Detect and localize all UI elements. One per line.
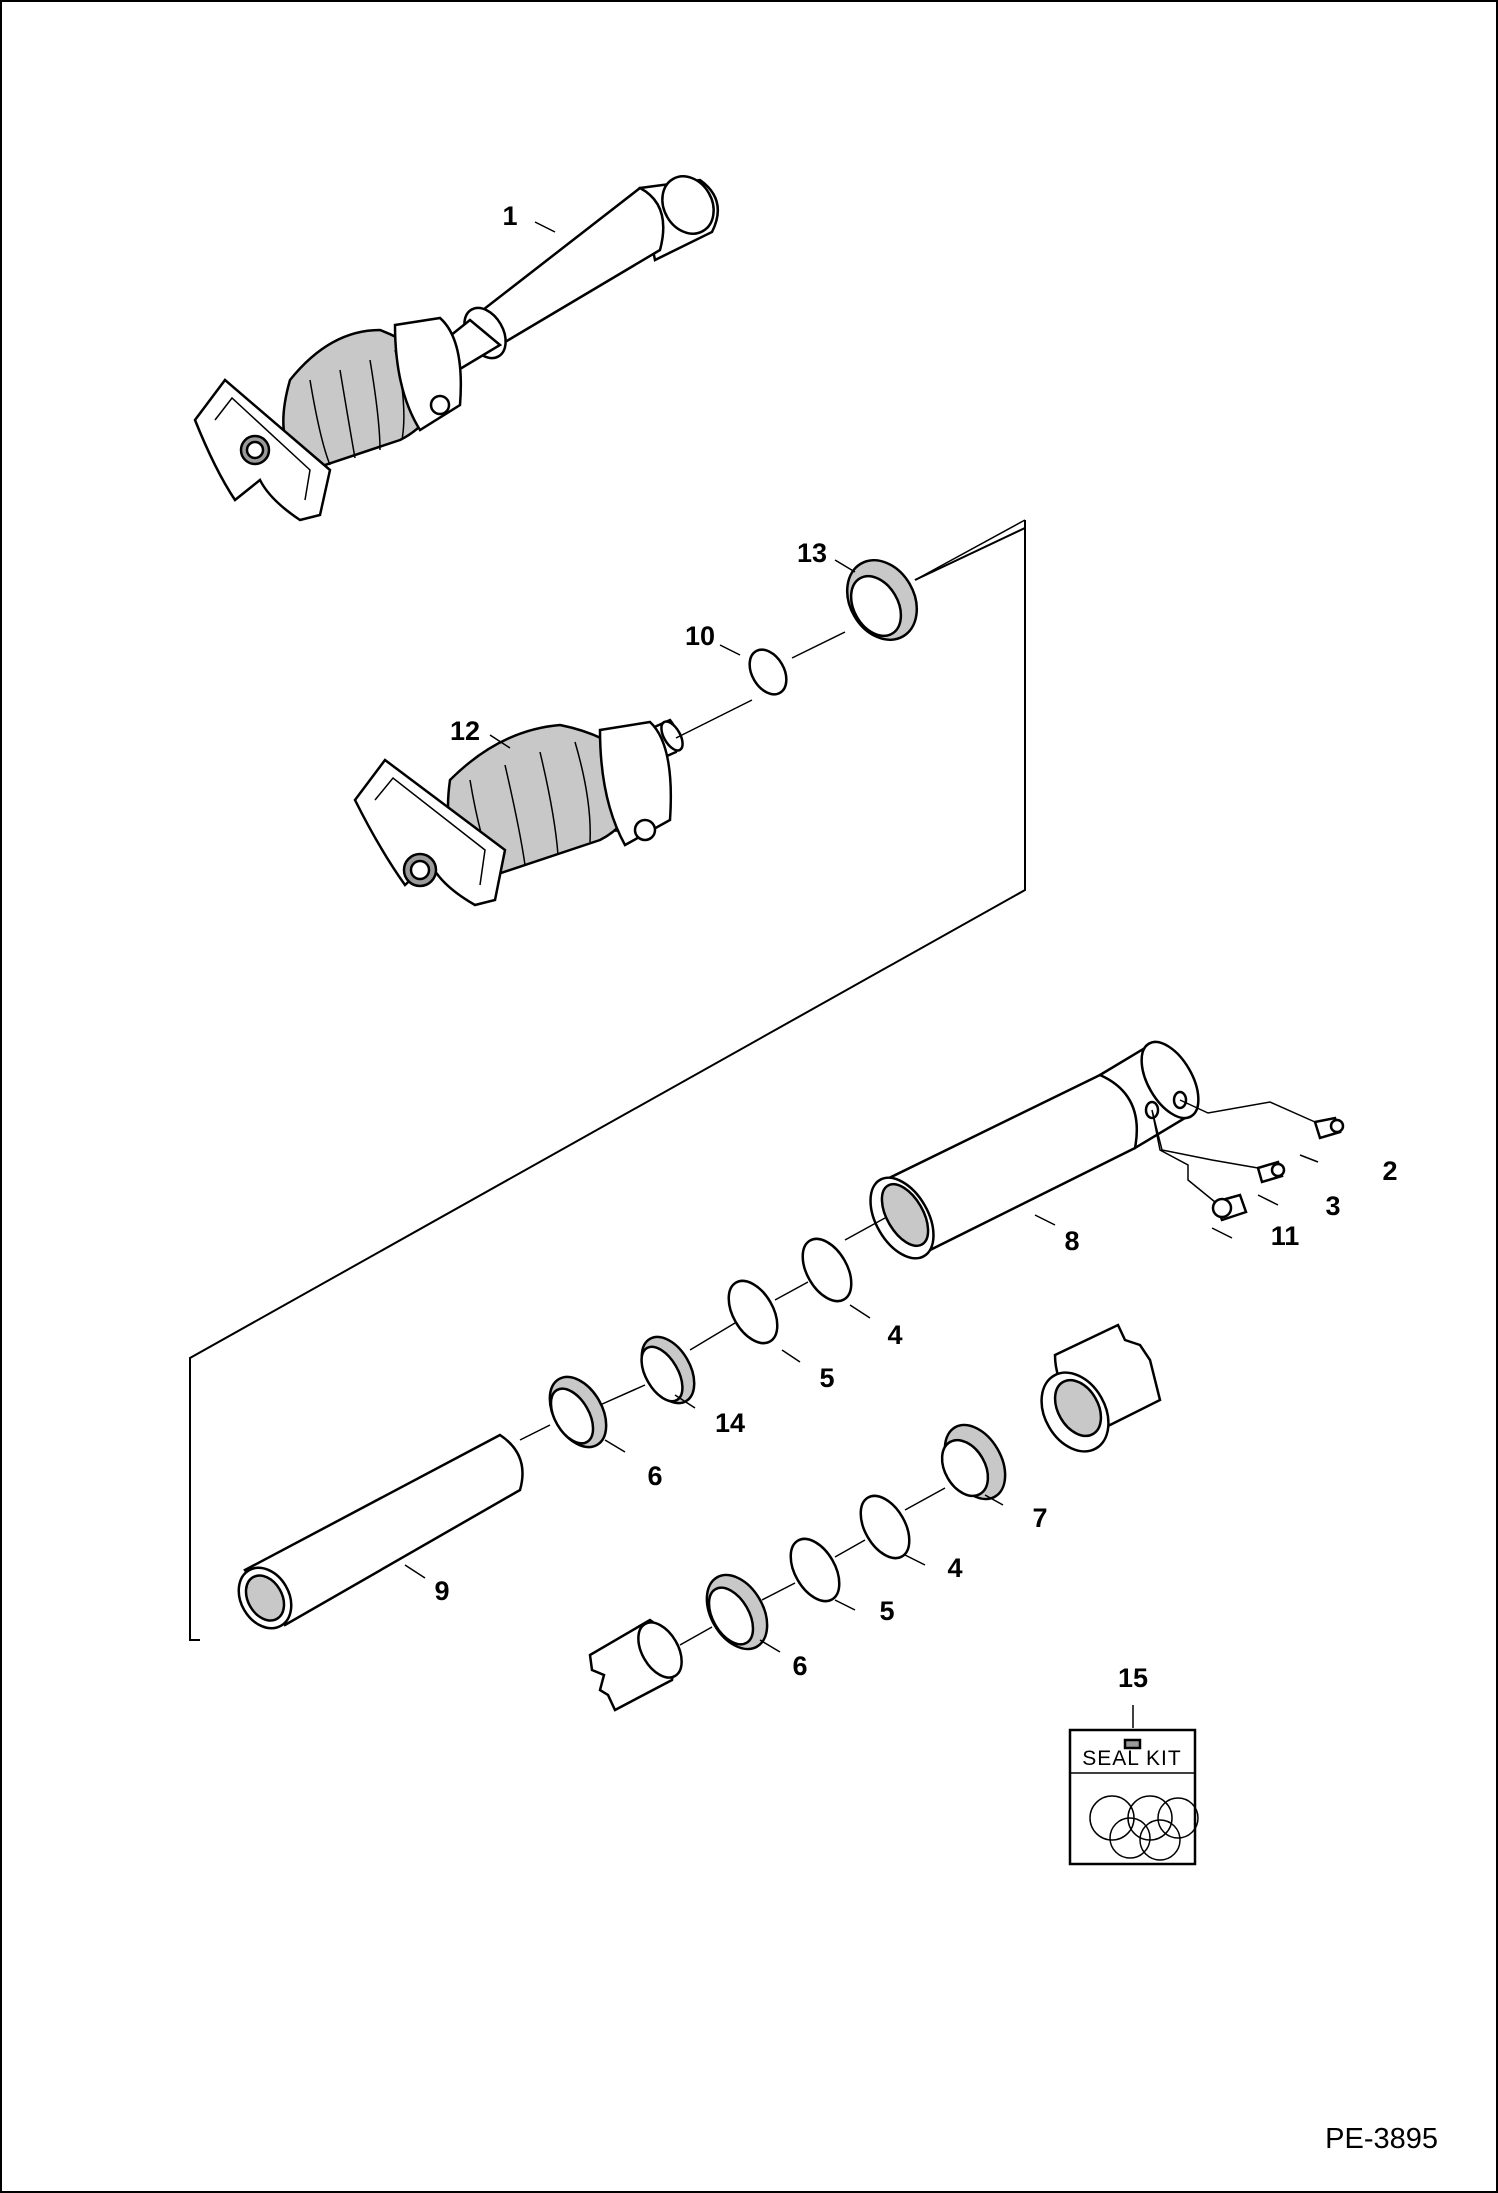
callout-4-lower: 4 xyxy=(947,1553,962,1583)
barrel-detail-section xyxy=(1040,1323,1162,1453)
document-id: PE-3895 xyxy=(1325,2123,1438,2155)
callout-leaders xyxy=(404,221,1319,1653)
part-11-bolt xyxy=(1211,1193,1248,1222)
part-4-o-ring-upper xyxy=(801,1237,853,1303)
callout-14: 14 xyxy=(715,1408,745,1438)
part-3-fitting xyxy=(1256,1160,1286,1184)
assembly-axis-12-13 xyxy=(675,519,1026,739)
part-8-cylinder-barrel xyxy=(869,1040,1200,1260)
callout-11: 11 xyxy=(1271,1221,1300,1251)
part-1-track-adjuster-assembly xyxy=(193,175,720,522)
part-7-piston-nut xyxy=(940,1423,1007,1501)
callout-8: 8 xyxy=(1064,1226,1079,1256)
group-bracket xyxy=(189,520,1026,1641)
part-5-backup-ring-lower xyxy=(789,1537,841,1603)
part-5-backup-ring-upper xyxy=(727,1279,779,1345)
callout-9: 9 xyxy=(434,1576,449,1606)
part-9-piston-rod xyxy=(237,1433,524,1630)
callout-6-upper: 6 xyxy=(647,1461,662,1491)
callout-2: 2 xyxy=(1382,1156,1397,1186)
callout-1: 1 xyxy=(502,201,517,231)
part-4-o-ring-lower xyxy=(859,1494,911,1560)
fitting-leader-lines xyxy=(1151,1099,1316,1203)
part-12-spring-assembly xyxy=(353,718,684,907)
callout-10: 10 xyxy=(685,621,715,651)
part-2-grease-fitting xyxy=(1313,1116,1345,1140)
assembly-axis-detail xyxy=(679,1487,946,1646)
part-10-o-ring xyxy=(748,648,788,696)
rod-detail-section xyxy=(588,1618,683,1712)
part-15-seal-kit: SEAL KIT xyxy=(1068,1728,1199,1866)
part-14-wear-ring xyxy=(640,1335,696,1405)
callout-3: 3 xyxy=(1325,1191,1340,1221)
callout-5-lower: 5 xyxy=(879,1596,894,1626)
callout-12: 12 xyxy=(450,716,480,746)
callout-4-upper: 4 xyxy=(887,1320,902,1350)
callout-7: 7 xyxy=(1032,1503,1047,1533)
seal-kit-label: SEAL KIT xyxy=(1082,1747,1181,1770)
callout-6-lower: 6 xyxy=(792,1651,807,1681)
callout-5-upper: 5 xyxy=(819,1363,834,1393)
callout-15: 15 xyxy=(1118,1663,1148,1693)
callout-13: 13 xyxy=(797,538,827,568)
part-6-wiper-upper xyxy=(548,1375,608,1449)
part-6-wiper-lower xyxy=(705,1573,769,1651)
assembly-axis-barrel xyxy=(519,1217,886,1441)
part-13-bushing xyxy=(845,559,919,641)
